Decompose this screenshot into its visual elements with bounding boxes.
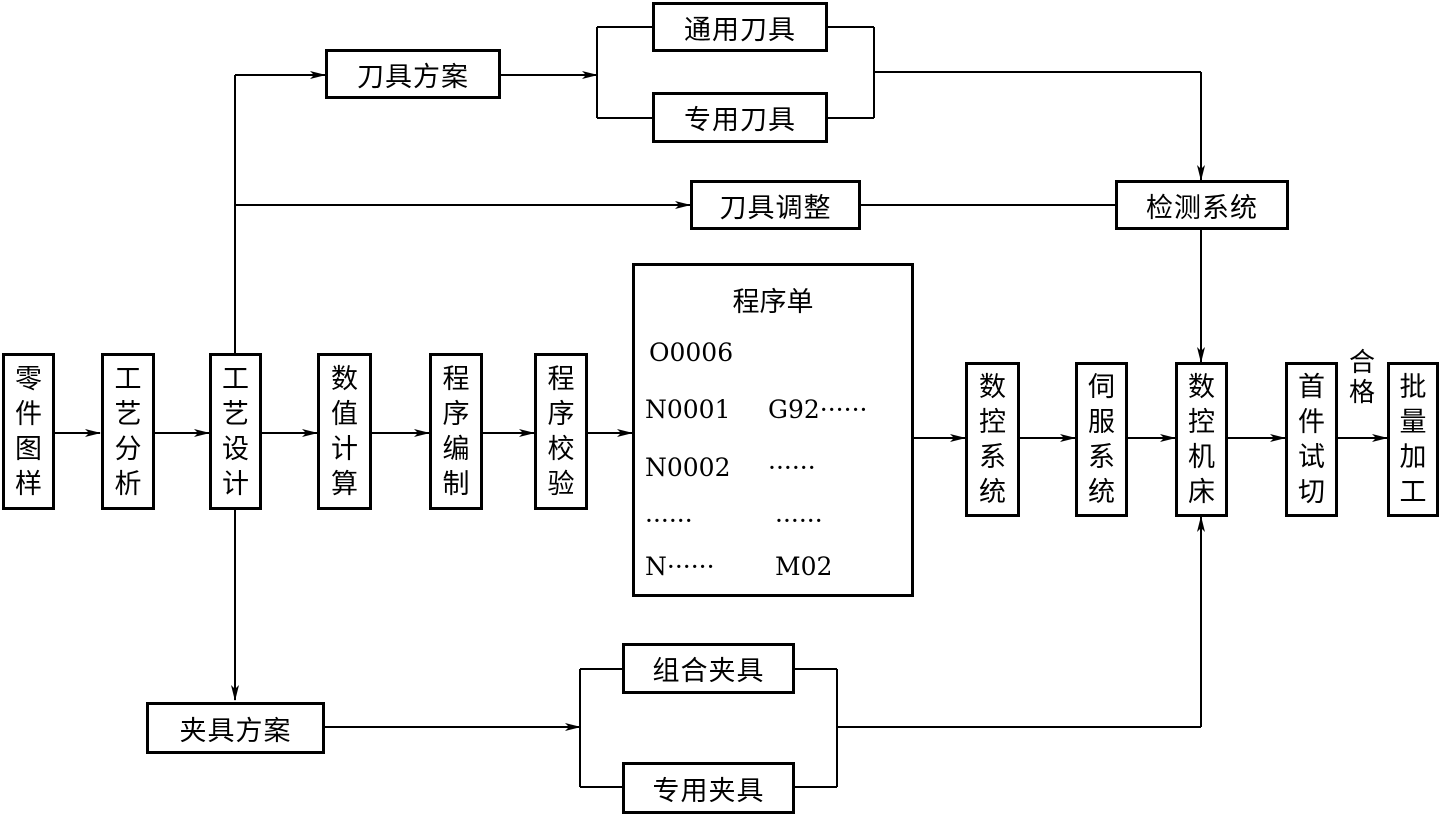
node-label: 伺服系统 [1088,371,1115,508]
node-label: 零件图样 [15,363,42,500]
node-part-drawing: 零件图样 [2,353,55,510]
node-label: 数控系统 [979,371,1006,508]
node-numerical-calc: 数值计算 [317,353,372,510]
node-label: 夹具方案 [179,715,292,747]
node-label: 工艺分析 [114,363,142,500]
node-label: 专用夹具 [652,775,765,807]
node-label: 批量加工 [1399,371,1427,508]
node-special-tools: 专用刀具 [652,92,828,143]
node-modular-fixture: 组合夹具 [622,643,795,694]
node-general-tools: 通用刀具 [652,2,828,52]
node-nc-machine: 数控机床 [1175,362,1228,517]
node-label: 专用刀具 [684,105,796,136]
program-line-o: O0006 [649,338,734,367]
program-line-n1: N0001 [645,395,731,424]
node-tool-plan: 刀具方案 [325,49,501,99]
program-line-n2-code: ······ [768,453,816,482]
node-programming: 程序编制 [429,353,483,510]
program-line-last: N······ [645,552,715,581]
program-line-ellipsis-code: ······ [775,506,823,535]
program-sheet: 程序单 O0006 N0001 G92······ N0002 ······ ·… [632,263,914,597]
program-line-n2: N0002 [645,453,731,482]
node-nc-system: 数控系统 [965,362,1020,517]
node-servo-system: 伺服系统 [1075,362,1128,517]
node-process-design: 工艺设计 [209,353,262,510]
node-label: 程序校验 [547,363,575,500]
node-label: 检测系统 [1146,192,1258,224]
node-label: 通用刀具 [684,14,796,46]
node-label: 工艺设计 [222,363,249,500]
qualified-label: 合格 [1348,348,1375,408]
node-label: 刀具调整 [719,192,832,224]
node-label: 数值计算 [331,363,358,500]
node-label: 刀具方案 [357,61,469,93]
node-label: 数控机床 [1188,371,1215,508]
program-line-n1-code: G92······ [768,395,868,424]
node-process-analysis: 工艺分析 [101,353,155,510]
program-line-last-code: M02 [775,552,833,581]
node-program-check: 程序校验 [534,353,588,510]
node-tool-adjust: 刀具调整 [690,180,861,230]
node-label: 首件试切 [1298,371,1325,508]
node-fixture-plan: 夹具方案 [146,702,325,754]
node-first-piece-cut: 首件试切 [1285,362,1338,517]
node-label: 程序编制 [442,363,470,500]
program-sheet-title: 程序单 [732,287,814,318]
node-inspection-system: 检测系统 [1115,180,1289,230]
node-special-fixture: 专用夹具 [622,762,795,814]
program-line-ellipsis: ······ [645,506,693,535]
node-label: 组合夹具 [652,656,765,687]
node-batch-machining: 批量加工 [1387,362,1439,517]
